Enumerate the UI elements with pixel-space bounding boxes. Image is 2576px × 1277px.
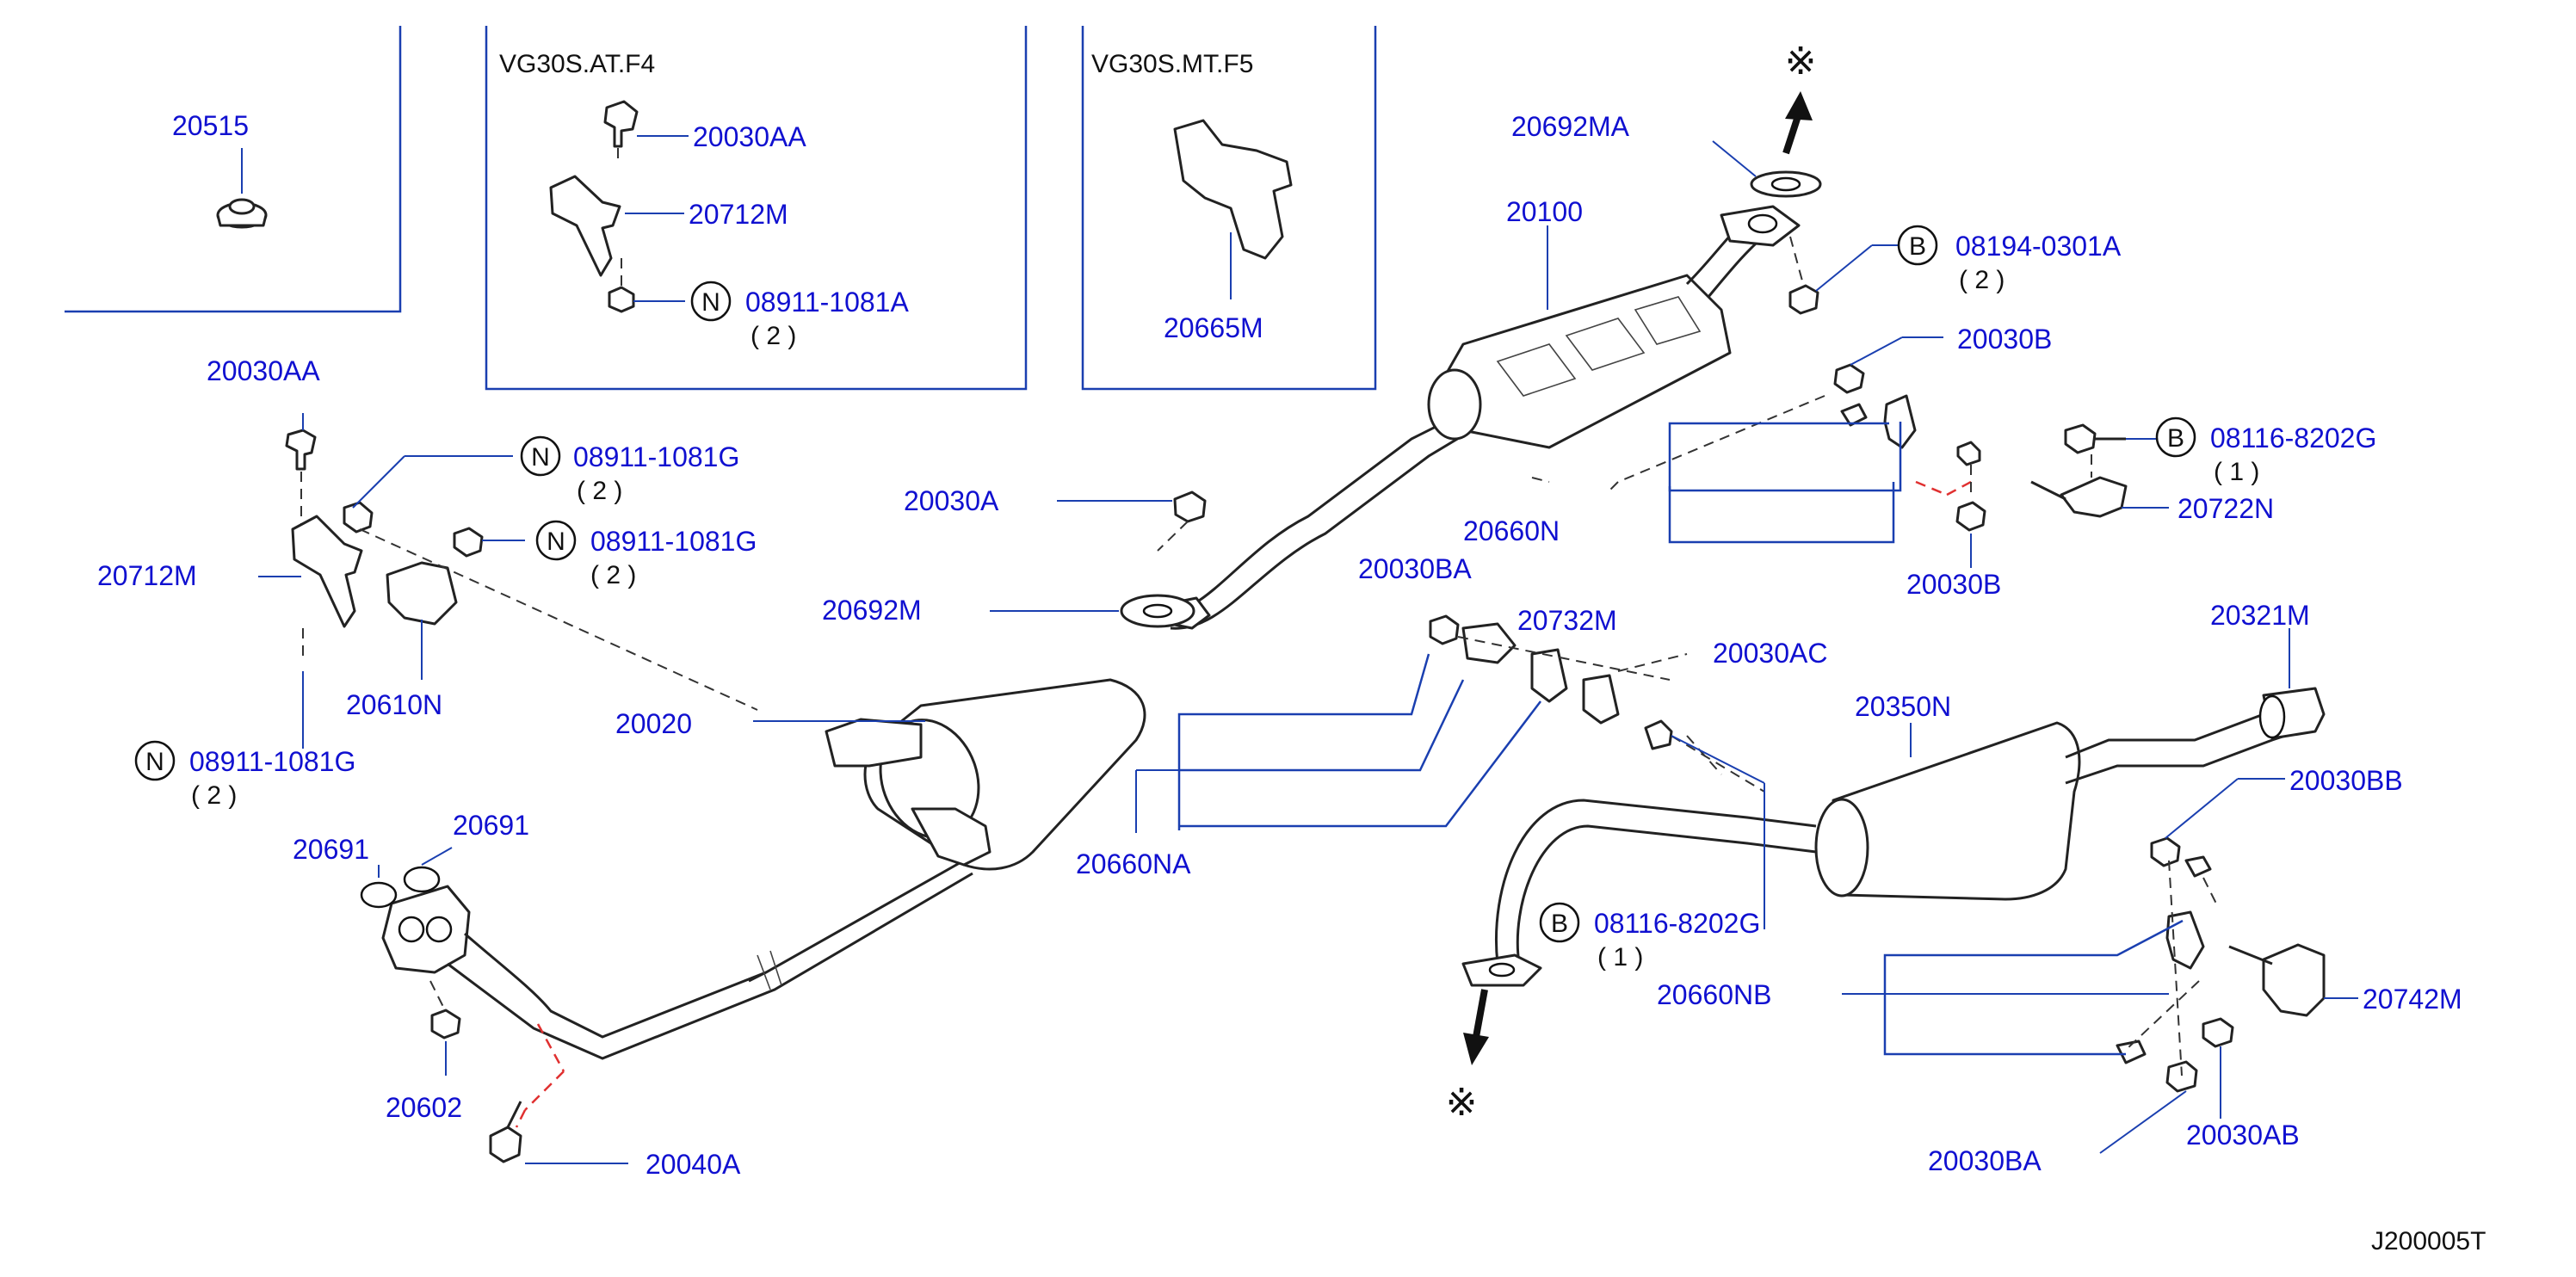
bolt-symbol-ring-mid xyxy=(2155,416,2196,458)
rear-hanger-group xyxy=(1842,778,2358,1154)
bolt-symbol-ring-top xyxy=(1897,225,1938,266)
fasteners-lower-left xyxy=(430,1009,628,1164)
nut-symbol-at: N xyxy=(701,288,720,317)
qty-08911-1081G-a: ( 2 ) xyxy=(577,477,622,505)
qty-08116-8202G-mid: ( 1 ) xyxy=(1597,943,1643,972)
inset-frames xyxy=(65,26,1377,391)
nut-symbol-ring-b xyxy=(535,520,577,561)
label-20610N: 20610N xyxy=(346,689,442,720)
label-20350N: 20350N xyxy=(1855,691,1951,722)
label-20692M: 20692M xyxy=(822,595,922,626)
nut-symbol-c: N xyxy=(145,748,164,776)
inset-frame-at xyxy=(485,26,1028,391)
label-20602: 20602 xyxy=(386,1092,462,1123)
label-20030BA-bottom: 20030BA xyxy=(1928,1145,2042,1176)
label-20030AA-inset: 20030AA xyxy=(693,121,806,152)
label-20692MA: 20692MA xyxy=(1511,111,1630,142)
grommet-part xyxy=(216,148,268,229)
nut-symbol-ring-c xyxy=(134,740,176,781)
label-20030A: 20030A xyxy=(904,485,999,516)
mt-bracket-group xyxy=(1173,119,1293,299)
label-20020: 20020 xyxy=(615,708,692,739)
label-20321M: 20321M xyxy=(2210,600,2310,631)
qty-08911-1081G-b: ( 2 ) xyxy=(590,561,636,589)
qty-08911-1081G-c: ( 2 ) xyxy=(191,781,237,810)
label-08194-0301A: 08194-0301A xyxy=(1955,231,2122,262)
catalytic-converter-assembly xyxy=(1152,205,1801,630)
hanger-20660NA-group xyxy=(1135,614,1688,833)
arrow-down-icon xyxy=(1463,989,1489,1065)
label-20722N: 20722N xyxy=(2178,493,2274,524)
label-20030BA-mid: 20030BA xyxy=(1358,553,1472,584)
nut-symbol-b: N xyxy=(547,527,565,556)
qty-08911-1081A: ( 2 ) xyxy=(751,322,796,350)
reference-mark-bottom-icon: ※ xyxy=(1446,1082,1478,1124)
label-20030AC: 20030AC xyxy=(1713,638,1827,669)
left-bracket-group xyxy=(258,413,758,749)
label-20732M: 20732M xyxy=(1517,605,1617,636)
label-20040A: 20040A xyxy=(646,1149,741,1180)
label-20660NB: 20660NB xyxy=(1657,979,1771,1010)
qty-08194-0301A: ( 2 ) xyxy=(1959,266,2005,294)
label-08116-8202G-mid: 08116-8202G xyxy=(1594,908,1760,939)
inset-header-mt: VG30S.MT.F5 xyxy=(1091,50,1253,78)
nut-symbol-icon xyxy=(690,281,732,322)
label-08116-8202G-top: 08116-8202G xyxy=(2210,423,2376,453)
inset-frame-20515 xyxy=(65,26,402,313)
label-20030AB: 20030AB xyxy=(2186,1120,2300,1151)
hanger-20660N-group xyxy=(1609,336,1986,568)
front-pipe-assembly xyxy=(381,678,1146,1128)
label-20030AA-left: 20030AA xyxy=(207,355,320,386)
bolt-symbol-08116-top: B xyxy=(2167,424,2184,453)
label-20030BB: 20030BB xyxy=(2289,765,2403,796)
bracket-20722N-group xyxy=(2030,423,2169,518)
label-08911-1081G-a: 08911-1081G xyxy=(573,441,739,472)
reference-mark-icon: ※ xyxy=(1785,40,1817,83)
bolt-symbol-08194: B xyxy=(1909,232,1926,261)
inset-frame-mt xyxy=(1081,26,1377,391)
diagram-code: J200005T xyxy=(2371,1227,2486,1255)
label-08911-1081G-b: 08911-1081G xyxy=(590,526,757,557)
qty-08116-8202G-top: ( 1 ) xyxy=(2214,458,2259,486)
label-08911-1081G-c: 08911-1081G xyxy=(189,746,355,777)
label-20691-a: 20691 xyxy=(293,834,369,865)
label-20665M: 20665M xyxy=(1164,312,1263,343)
label-20712M-inset: 20712M xyxy=(689,199,788,230)
label-20100: 20100 xyxy=(1506,196,1583,227)
bolt-08194-group xyxy=(1788,236,1898,315)
label-20030B-bottom: 20030B xyxy=(1906,569,2001,600)
nut-symbol-ring-a xyxy=(520,435,561,477)
gaskets-20691 xyxy=(360,847,453,909)
label-20742M: 20742M xyxy=(2363,984,2462,1015)
label-20712M-left: 20712M xyxy=(97,560,197,591)
label-20660NA: 20660NA xyxy=(1076,848,1191,879)
label-20691-b: 20691 xyxy=(453,810,529,841)
gasket-20692MA-group xyxy=(1712,140,1822,198)
bolt-20030A-group xyxy=(990,490,1207,628)
at-bracket-group xyxy=(549,100,689,313)
label-20030B-top: 20030B xyxy=(1957,324,2052,355)
nut-symbol-a: N xyxy=(531,443,550,472)
inset-header-at: VG30S.AT.F4 xyxy=(499,50,655,78)
label-08911-1081A: 08911-1081A xyxy=(745,287,909,318)
rear-pipe-assembly xyxy=(1461,628,2326,987)
label-20515: 20515 xyxy=(172,110,249,141)
arrow-up-icon xyxy=(1782,91,1813,155)
label-20660N: 20660N xyxy=(1463,515,1560,546)
bolt-symbol-ring-bottom xyxy=(1539,902,1580,943)
bolt-symbol-08116-mid: B xyxy=(1551,910,1568,938)
